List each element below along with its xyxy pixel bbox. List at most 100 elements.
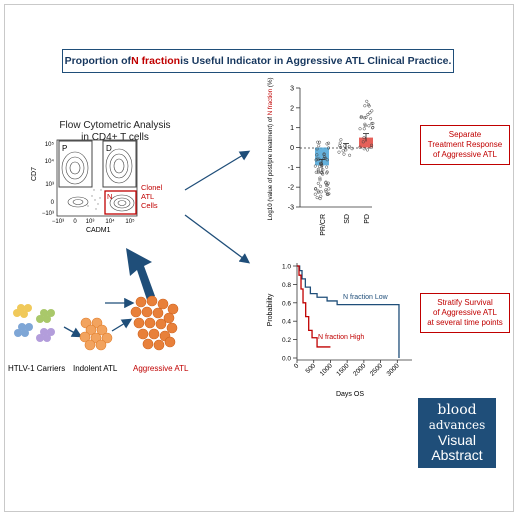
response-dot — [316, 181, 320, 185]
response-dot — [362, 127, 366, 131]
survival-ytick-label: 0.4 — [282, 319, 291, 326]
response-dot — [327, 187, 331, 191]
response-dot — [324, 188, 328, 192]
aggressive-cells — [130, 295, 179, 351]
response-dot — [325, 158, 329, 162]
response-dot — [365, 99, 369, 103]
response-dot — [367, 104, 371, 108]
flow-plot-frame — [56, 139, 138, 217]
response-dot — [370, 143, 374, 147]
response-dot — [315, 153, 319, 157]
response-dot — [320, 171, 324, 175]
response-dot — [350, 147, 354, 151]
response-dot — [325, 183, 329, 187]
response-dot — [363, 104, 367, 108]
response-dot — [371, 121, 375, 125]
response-dot — [318, 178, 322, 182]
response-dot — [322, 157, 326, 161]
response-dot — [348, 153, 352, 157]
response-dot — [339, 138, 343, 142]
title-pre: Proportion of — [64, 55, 132, 67]
gate-d-label: D — [106, 144, 112, 153]
clonal-label-2: ATL — [141, 192, 154, 201]
survival-callout: Stratify Survival of Aggressive ATL at s… — [420, 293, 510, 333]
arrow-to-survival — [184, 214, 251, 264]
gate-p — [58, 140, 93, 188]
response-dot — [320, 162, 324, 166]
response-ytick-label: -2 — [288, 185, 294, 192]
response-dot — [343, 144, 347, 148]
response-dot — [318, 184, 323, 188]
response-ytick-label: -1 — [288, 165, 294, 172]
response-dot — [317, 140, 322, 144]
survival-callout-line3: at several time points — [427, 318, 503, 327]
response-dot — [347, 144, 351, 149]
clonal-label-3: Cells — [141, 201, 158, 210]
response-dot — [369, 145, 373, 150]
gate-d — [102, 140, 137, 188]
flow-xtick-4: 10⁵ — [125, 218, 135, 225]
survival-curve-low — [297, 265, 400, 358]
response-bar — [315, 147, 329, 166]
survival-ytick-label: 0.2 — [282, 337, 291, 344]
clonal-label-1: Clonel — [141, 183, 163, 192]
response-ylabel-post: (%) — [267, 77, 274, 88]
logo-line2: advances — [428, 418, 486, 432]
response-dot — [327, 146, 331, 150]
survival-xtick-label: 500 — [305, 362, 318, 375]
response-dot — [318, 197, 322, 201]
response-dot — [318, 164, 322, 169]
response-dot — [323, 155, 327, 159]
response-dot — [361, 140, 365, 144]
flow-ytick-2: 10³ — [45, 182, 54, 188]
response-dot — [370, 122, 374, 126]
response-dot — [313, 187, 318, 191]
response-dot — [365, 148, 369, 152]
flow-xtick-3: 10⁴ — [105, 218, 115, 225]
response-dot — [338, 141, 342, 145]
response-dot — [315, 147, 319, 151]
arrow-carriers-indolent — [63, 326, 83, 338]
flow-ytick-3: 0 — [51, 200, 55, 206]
gate-n — [104, 190, 137, 215]
response-callout-line1: Separate — [448, 130, 482, 139]
response-dot — [319, 190, 323, 194]
response-dot — [325, 142, 329, 146]
response-dot — [327, 141, 331, 145]
survival-ylabel: Probability — [267, 293, 274, 326]
response-dot — [325, 165, 329, 169]
survival-xtick-label: 3000 — [386, 362, 401, 377]
response-dot — [342, 152, 346, 156]
response-ytick-label: 1 — [290, 125, 294, 132]
response-dot — [362, 147, 366, 151]
figure-frame — [4, 4, 514, 512]
logo-line4: Abstract — [431, 447, 483, 463]
response-callout: Separate Treatment Response of Aggressiv… — [420, 125, 510, 165]
response-callout-line3: of Aggressive ATL — [433, 150, 497, 159]
flow-title-line1: Flow Cytometric Analysis — [59, 120, 171, 131]
survival-ytick-label: 1.0 — [282, 264, 291, 271]
big-up-arrow — [126, 248, 155, 300]
logo-line3: Visual — [438, 432, 476, 448]
response-dot — [325, 170, 329, 174]
response-dot — [368, 111, 372, 115]
response-dot — [358, 127, 362, 131]
response-dot — [369, 117, 373, 121]
response-ylabel-highlight: N fraction — [267, 88, 274, 115]
response-dot — [326, 181, 330, 185]
response-dot — [317, 157, 321, 161]
flow-contours — [61, 148, 135, 212]
flow-dots — [87, 189, 102, 210]
survival-xtick-label: 0 — [293, 362, 301, 370]
response-dot — [314, 170, 318, 174]
series-high-label: N fraction High — [318, 334, 364, 341]
flow-xtick-0: −10³ — [52, 219, 64, 225]
response-dot — [316, 171, 320, 175]
flow-ytick-0: 10⁵ — [45, 141, 55, 148]
response-chart: Log10 (value of post/pre treatment) of N… — [267, 77, 375, 236]
aggressive-label: Aggressive ATL — [133, 364, 189, 373]
response-dot — [317, 144, 321, 148]
response-dot — [315, 157, 319, 161]
